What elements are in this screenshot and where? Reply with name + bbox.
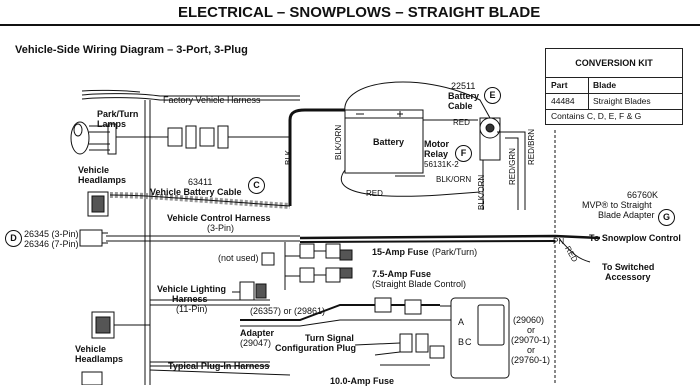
conversion-kit-title: CONVERSION KIT [546, 49, 682, 78]
label-headlamps-top-1: Vehicle [78, 165, 110, 175]
label-headlamps-bottom-1: Vehicle [75, 344, 107, 354]
label-lighting-harness-1: Vehicle Lighting [157, 284, 227, 294]
label-motor: Motor [424, 139, 449, 149]
wire-red-top: RED [453, 118, 470, 127]
label-part-29060: (29060) [513, 315, 545, 325]
wire-red-mid: RED [366, 189, 383, 198]
label-fuse-10: 10.0-Amp Fuse [330, 376, 395, 386]
page-title: ELECTRICAL – SNOWPLOWS – STRAIGHT BLADE [178, 4, 541, 21]
label-adapter-number: 66760K [627, 190, 659, 200]
label-adapter: Adapter [240, 328, 275, 338]
label-part-d-7pin: 26346 (7-Pin) [24, 239, 79, 249]
label-factory-harness: Factory Vehicle Harness [163, 95, 261, 105]
label-headlamps-bottom-2: Headlamps [75, 354, 124, 364]
label-lighting-harness-2: Harness [172, 294, 208, 304]
label-part-29760: (29760-1) [511, 355, 551, 365]
module-pin-b: B [458, 337, 465, 347]
label-lighting-harness-3: (11-Pin) [176, 304, 208, 314]
label-battery: Battery [373, 137, 405, 147]
callout-f: F [455, 145, 472, 162]
label-fuse-7-5-desc: (Straight Blade Control) [372, 279, 467, 289]
col-part-header: Part [551, 80, 568, 90]
wire-red-grn: RED/GRN [508, 148, 517, 185]
callout-c: C [248, 177, 265, 194]
label-fuse-15-desc: (Park/Turn) [432, 247, 478, 257]
kit-part-number: 44484 [551, 96, 575, 106]
label-park-turn-lamps: Lamps [97, 119, 127, 129]
label-battery-cable-2: Cable [448, 101, 473, 111]
callout-d: D [5, 230, 22, 247]
conversion-kit-table: CONVERSION KIT Part Blade 44484 Straight… [545, 48, 683, 125]
label-headlamps-top-2: Headlamps [78, 175, 127, 185]
label-part-d-3pin: 26345 (3-Pin) [24, 229, 79, 239]
label-to-switched: To Switched [602, 262, 655, 272]
kit-blade-type: Straight Blades [593, 96, 651, 106]
callout-e: E [484, 87, 501, 104]
label-adapter-1: MVP® to Straight [582, 200, 652, 210]
label-not-used: (not used) [218, 253, 259, 263]
label-park-turn: Park/Turn [97, 109, 139, 119]
diagram-title: Vehicle-Side Wiring Diagram – 3-Port, 3-… [15, 44, 248, 56]
wire-blk-orn-1: BLK/ORN [334, 124, 343, 160]
callout-g: G [658, 209, 675, 226]
label-cable-number: 63411 [188, 177, 213, 187]
wire-red-brn: RED/BRN [527, 128, 536, 165]
label-adapter-part: (29047) [240, 338, 272, 348]
label-relay: Relay [424, 149, 449, 159]
module-pin-a: A [458, 317, 465, 327]
label-battery-cable: Vehicle Battery Cable [150, 187, 242, 197]
wire-blk-orn-2: BLK/ORN [436, 175, 472, 184]
label-part-26357: (26357) or (29861) [250, 306, 326, 316]
label-or-1: or [527, 325, 536, 335]
label-battery-cable-number: 22511 [451, 81, 476, 91]
label-fuse-7-5: 7.5-Amp Fuse [372, 269, 432, 279]
label-to-snowplow-control: To Snowplow Control [589, 233, 681, 243]
module-pin-c: C [465, 337, 472, 347]
label-adapter-2: Blade Adapter [598, 210, 655, 220]
col-blade-header: Blade [593, 80, 617, 90]
wire-blk: BLK [284, 149, 293, 165]
label-turn-signal-2: Configuration Plug [275, 343, 356, 353]
label-relay-number: 56131K-2 [424, 160, 459, 169]
wire-pn: PN [553, 237, 565, 246]
label-part-29070: (29070-1) [511, 335, 551, 345]
label-accessory: Accessory [605, 272, 651, 282]
label-turn-signal-1: Turn Signal [305, 333, 354, 343]
label-battery-cable-1: Battery [448, 91, 480, 101]
label-control-harness-pin: (3-Pin) [207, 223, 235, 233]
label-or-2: or [527, 345, 536, 355]
label-control-harness: Vehicle Control Harness [167, 213, 271, 223]
wire-blk-orn-3: BLK/ORN [477, 174, 486, 210]
label-plugin-harness: Typical Plug-In Harness [168, 361, 270, 371]
title-rule [0, 24, 700, 26]
kit-contains: Contains C, D, E, F & G [551, 111, 642, 121]
label-fuse-15: 15-Amp Fuse [372, 247, 429, 257]
